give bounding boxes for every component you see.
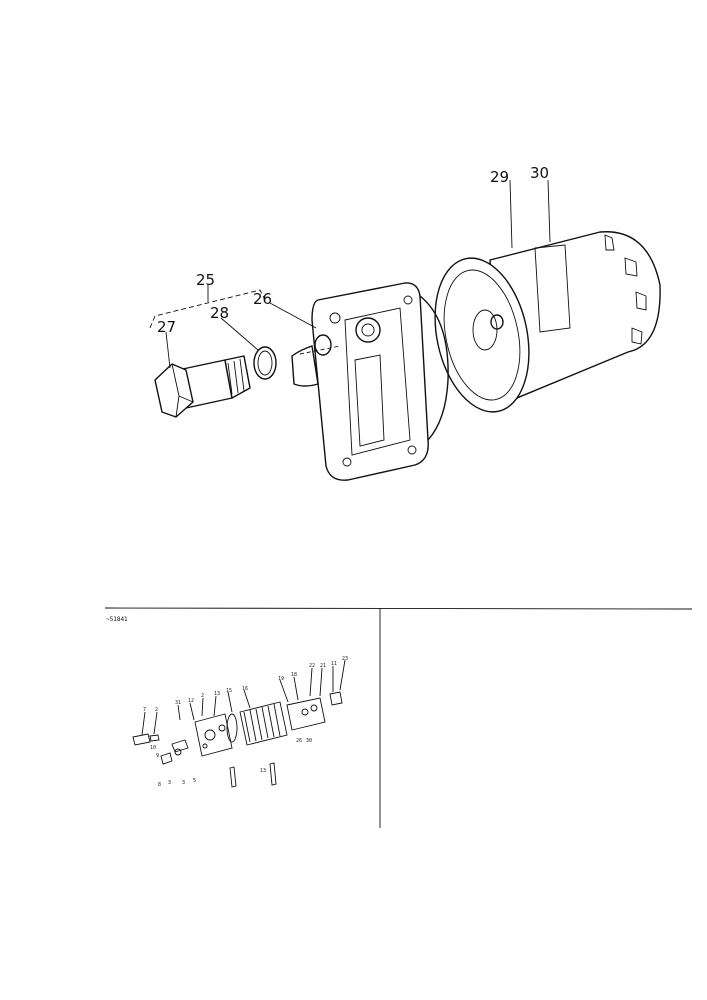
inset-callout: 23 — [342, 656, 348, 662]
inset-callouts: 7 2 31 12 2 13 15 16 19 18 22 21 11 23 1… — [143, 656, 348, 788]
inset-callout: 13 — [214, 691, 220, 697]
inset-callout: 3 — [168, 780, 171, 786]
inset-callout: 10 — [150, 745, 156, 751]
inset-callout: 5 — [193, 778, 196, 784]
callout-27: 27 — [157, 318, 176, 336]
inset-callout: 22 — [309, 663, 315, 669]
inset-callout: 12 — [188, 698, 194, 704]
inset-callout: 2 — [155, 707, 158, 713]
inset-callout: 19 — [278, 676, 284, 682]
inset-callout: 8 — [158, 782, 161, 788]
inset-callout: 7 — [143, 707, 146, 713]
inset-callout: 21 — [320, 663, 326, 669]
inset-serial-label: ~51841 — [106, 616, 128, 623]
inset-callout: 3 — [182, 780, 185, 786]
leader-lines — [149, 285, 341, 369]
callout-28: 28 — [210, 304, 229, 322]
o-ring — [253, 346, 277, 380]
inset-callout: 13 — [260, 768, 266, 774]
callout-25: 25 — [196, 271, 215, 289]
inset-callout: 16 — [242, 686, 248, 692]
inset-callout: 30 — [306, 738, 312, 744]
hex-plug — [154, 355, 251, 418]
inset-callout: 9 — [156, 753, 159, 759]
callout-26: 26 — [253, 290, 272, 308]
inset-exploded-view — [132, 659, 346, 788]
inset-callout: 2 — [201, 693, 204, 699]
filter-bracket — [291, 282, 449, 481]
filter-cartridge — [434, 179, 661, 413]
inset-frame — [104, 607, 693, 828]
inset-callout: 11 — [331, 661, 337, 667]
callout-29: 29 — [490, 168, 509, 186]
inset-callout: 15 — [226, 688, 232, 694]
callout-30: 30 — [530, 164, 549, 182]
inset-callout: 26 — [296, 738, 302, 744]
main-exploded-view: 25 26 27 28 29 30 — [149, 164, 661, 481]
inset-callout: 18 — [291, 672, 297, 678]
inset-callout: 31 — [175, 700, 181, 706]
